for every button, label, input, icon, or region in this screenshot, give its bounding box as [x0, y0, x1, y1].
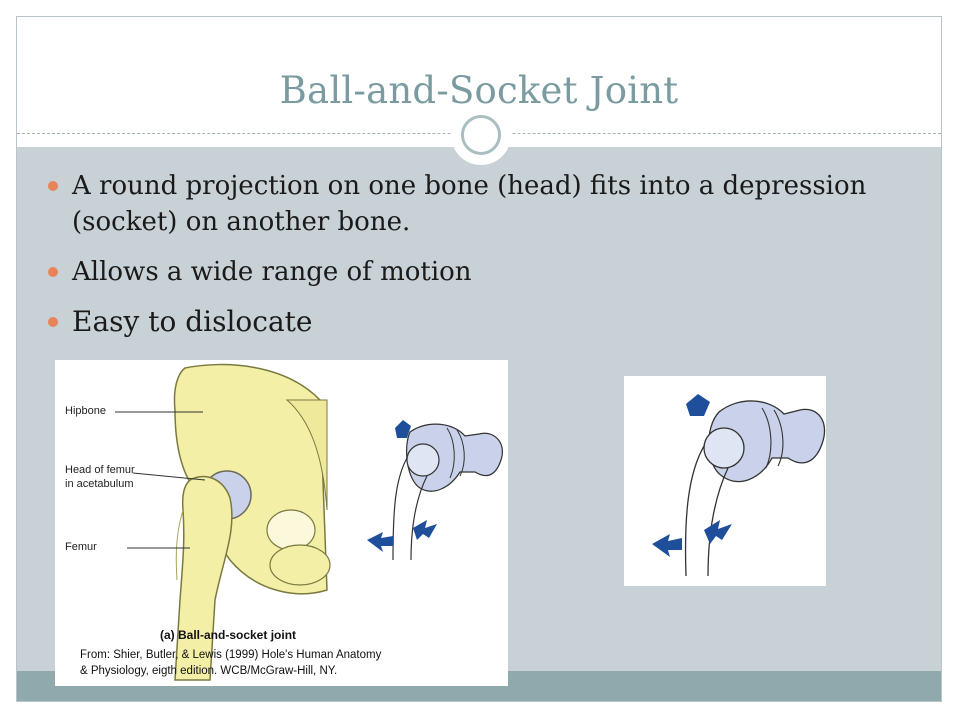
bullet-item: Easy to dislocate: [48, 304, 898, 340]
figure-credit-line-2: & Physiology, eigth edition. WCB/McGraw-…: [80, 665, 338, 677]
slide-frame: [16, 16, 942, 702]
slide-title: Ball-and-Socket Joint: [279, 69, 679, 112]
figure-caption: (a) Ball-and-socket joint: [160, 628, 297, 642]
hip-anatomy-illustration: [115, 363, 503, 681]
joint-illustration: [652, 394, 826, 577]
bullet-dot-icon: [48, 267, 58, 277]
joint-dislocation-figure: [624, 376, 826, 586]
bullet-list: A round projection on one bone (head) fi…: [48, 168, 898, 354]
bullet-dot-icon: [48, 317, 58, 327]
bullet-item: A round projection on one bone (head) fi…: [48, 168, 898, 240]
bullet-text: A round projection on one bone (head) fi…: [72, 171, 867, 237]
bullet-text: Easy to dislocate: [72, 305, 313, 338]
divider-circle-ornament: [451, 105, 511, 165]
figure-credit-line-1: From: Shier, Butler, & Lewis (1999) Hole…: [80, 649, 382, 661]
bullet-item: Allows a wide range of motion: [48, 254, 898, 290]
label-hipbone: Hipbone: [65, 405, 106, 417]
hip-joint-figure: Hipbone Head of femur in acetabulum Femu…: [55, 360, 508, 686]
bullet-dot-icon: [48, 181, 58, 191]
label-head-of-femur: Head of femur: [65, 464, 135, 476]
bullet-text: Allows a wide range of motion: [72, 257, 472, 287]
label-in-acetabulum: in acetabulum: [65, 478, 134, 490]
label-femur: Femur: [65, 541, 97, 553]
